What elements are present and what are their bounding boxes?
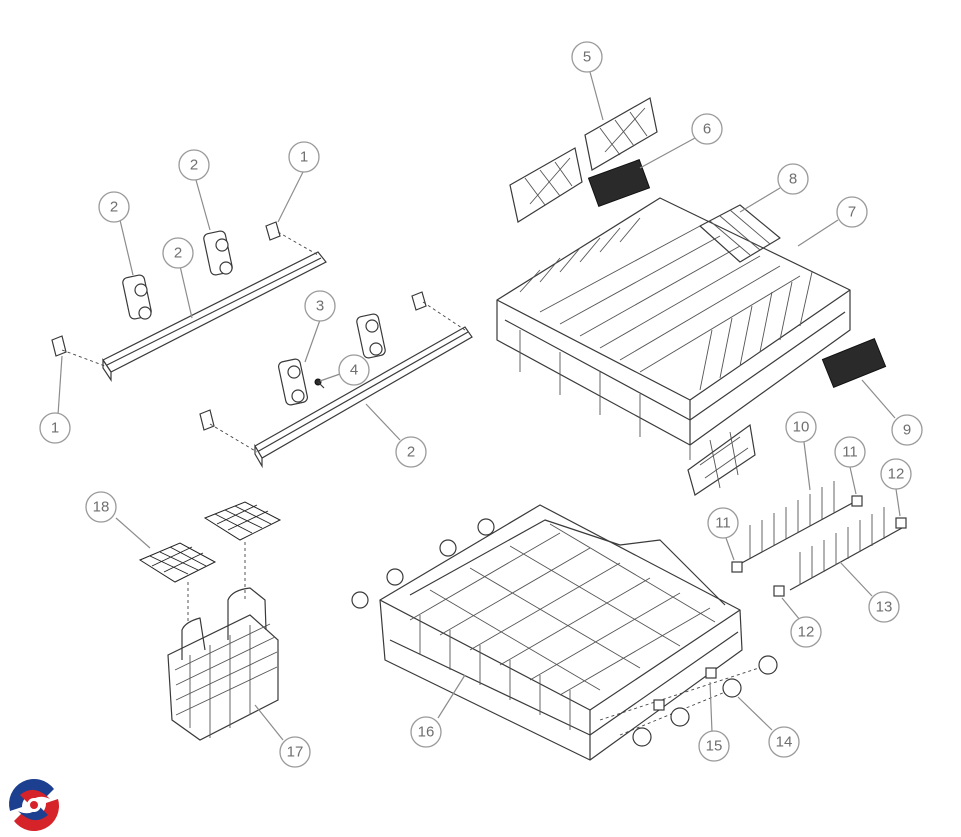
callout-3: 3 [304, 290, 336, 322]
svg-text:12: 12 [798, 624, 815, 641]
lower-rail-assembly [199, 291, 473, 469]
svg-text:12: 12 [888, 466, 905, 483]
callouts: 1 1 2 2 2 2 3 4 5 6 7 8 9 10 11 11 12 12… [39, 41, 923, 768]
svg-text:16: 16 [418, 724, 435, 741]
roller-block-lower-left [277, 358, 309, 406]
svg-text:7: 7 [848, 204, 856, 221]
callout-10: 10 [785, 411, 817, 443]
callout-2-top: 2 [178, 149, 210, 181]
lower-rack-wheels [599, 655, 778, 747]
callout-16: 16 [410, 716, 442, 748]
callout-15: 15 [698, 730, 730, 762]
svg-text:14: 14 [776, 734, 793, 751]
callout-2-mid: 2 [162, 237, 194, 269]
callout-18: 18 [85, 491, 117, 523]
upper-rack [496, 197, 851, 496]
callout-1-left: 1 [39, 412, 71, 444]
cutlery-basket [138, 501, 282, 741]
callout-11-left: 11 [707, 507, 739, 539]
svg-text:8: 8 [789, 171, 797, 188]
brand-swirl-icon [6, 777, 62, 833]
callout-8: 8 [777, 163, 809, 195]
callout-5: 5 [571, 41, 603, 73]
callout-4: 4 [338, 354, 370, 386]
clip-part-9 [821, 337, 887, 389]
callout-9: 9 [891, 414, 923, 446]
svg-text:1: 1 [300, 149, 308, 166]
callout-14: 14 [768, 726, 800, 758]
leader-lines [57, 71, 901, 741]
callout-6: 6 [691, 113, 723, 145]
svg-text:10: 10 [793, 419, 810, 436]
callout-11-top: 11 [834, 436, 866, 468]
svg-text:2: 2 [407, 444, 415, 461]
svg-text:17: 17 [287, 744, 304, 761]
svg-text:5: 5 [583, 49, 591, 66]
svg-text:6: 6 [703, 121, 711, 138]
folding-tine-rows [731, 481, 907, 597]
roller-block-left [122, 274, 152, 320]
callout-7: 7 [836, 196, 868, 228]
callout-13: 13 [868, 591, 900, 623]
roller-block-right [203, 230, 233, 276]
clip-part-6 [587, 159, 651, 207]
svg-text:11: 11 [842, 444, 858, 461]
callout-2-left: 2 [98, 191, 130, 223]
svg-text:4: 4 [350, 362, 358, 379]
svg-text:13: 13 [876, 599, 893, 616]
upper-rail-assembly [51, 221, 327, 382]
lower-rack [351, 504, 743, 761]
callout-1-top: 1 [288, 141, 320, 173]
callout-12-lower: 12 [790, 616, 822, 648]
callout-17: 17 [279, 736, 311, 768]
svg-text:15: 15 [706, 738, 723, 755]
svg-text:9: 9 [903, 422, 911, 439]
callout-12-right: 12 [880, 458, 912, 490]
svg-text:3: 3 [316, 298, 324, 315]
svg-text:2: 2 [174, 245, 182, 262]
roller-block-lower-right [356, 313, 386, 359]
svg-text:18: 18 [93, 499, 110, 516]
callout-2-lower: 2 [395, 436, 427, 468]
svg-text:2: 2 [110, 199, 118, 216]
svg-text:1: 1 [51, 420, 59, 437]
svg-text:11: 11 [715, 515, 731, 532]
svg-text:2: 2 [190, 157, 198, 174]
flip-up-shelves [509, 97, 658, 223]
